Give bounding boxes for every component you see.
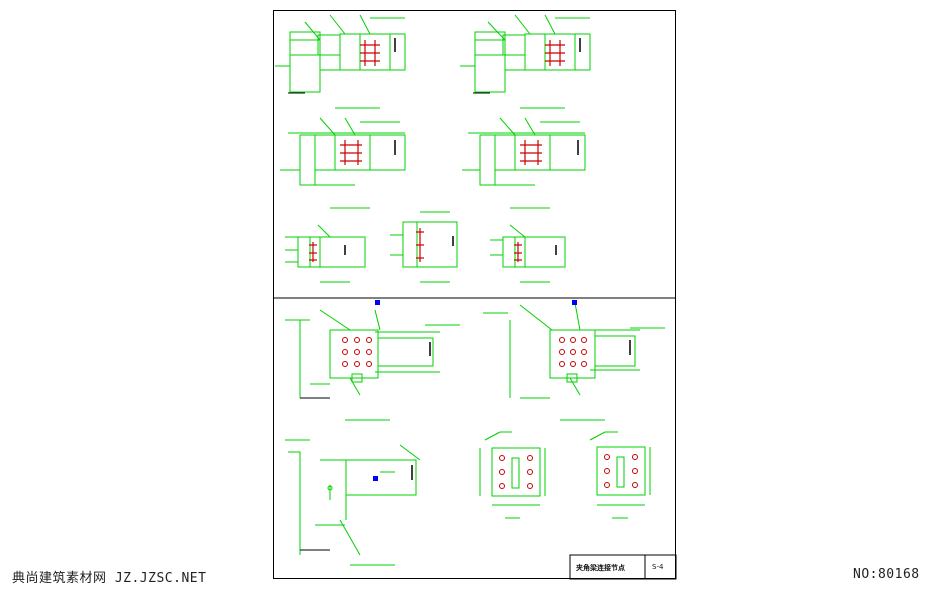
watermark-number: NO:80168 — [853, 567, 920, 582]
title-block-sheet-number: S-4 — [652, 563, 664, 571]
title-block — [569, 554, 677, 580]
detail-row3-c — [490, 224, 566, 283]
detail-row3-a-bolts — [309, 242, 317, 262]
detail-row2-left — [280, 117, 406, 209]
detail-row5-left — [285, 439, 421, 566]
detail-row2-right-bolts — [520, 140, 542, 165]
detail-row1-right-bolts — [545, 40, 565, 66]
detail-row1-right — [460, 14, 591, 109]
plate-detail-b-bolts — [604, 454, 638, 488]
detail-row5-left-symbol — [373, 476, 378, 481]
detail-row3-b — [390, 211, 458, 283]
detail-row2-right — [462, 117, 586, 209]
detail-row3-c-bolts — [514, 242, 522, 262]
detail-row4-left-bolts — [342, 337, 372, 367]
detail-row4-right-bolts — [559, 337, 587, 367]
detail-row4-right-symbol — [572, 300, 577, 305]
detail-row2-left-bolts — [340, 140, 362, 165]
title-block-title: 夹角梁连接节点 — [576, 564, 625, 572]
detail-row4-left — [285, 309, 460, 421]
plate-detail-a-bolts — [499, 455, 533, 489]
detail-row4-right — [483, 302, 665, 421]
detail-row3-b-bolts — [416, 228, 424, 262]
plate-detail-a — [479, 431, 546, 519]
detail-row1-left-bolts — [360, 40, 380, 66]
detail-row1-left — [275, 14, 406, 109]
plate-detail-b — [589, 431, 651, 519]
plate-detail-b-slot — [616, 456, 625, 488]
detail-row4-left-symbol — [375, 300, 380, 305]
drawing-sheet — [273, 10, 676, 579]
plate-detail-a-slot — [511, 457, 520, 489]
watermark-site-text: 典尚建筑素材网 JZ.JZSC.NET — [12, 571, 207, 586]
detail-row3-a — [285, 224, 366, 283]
